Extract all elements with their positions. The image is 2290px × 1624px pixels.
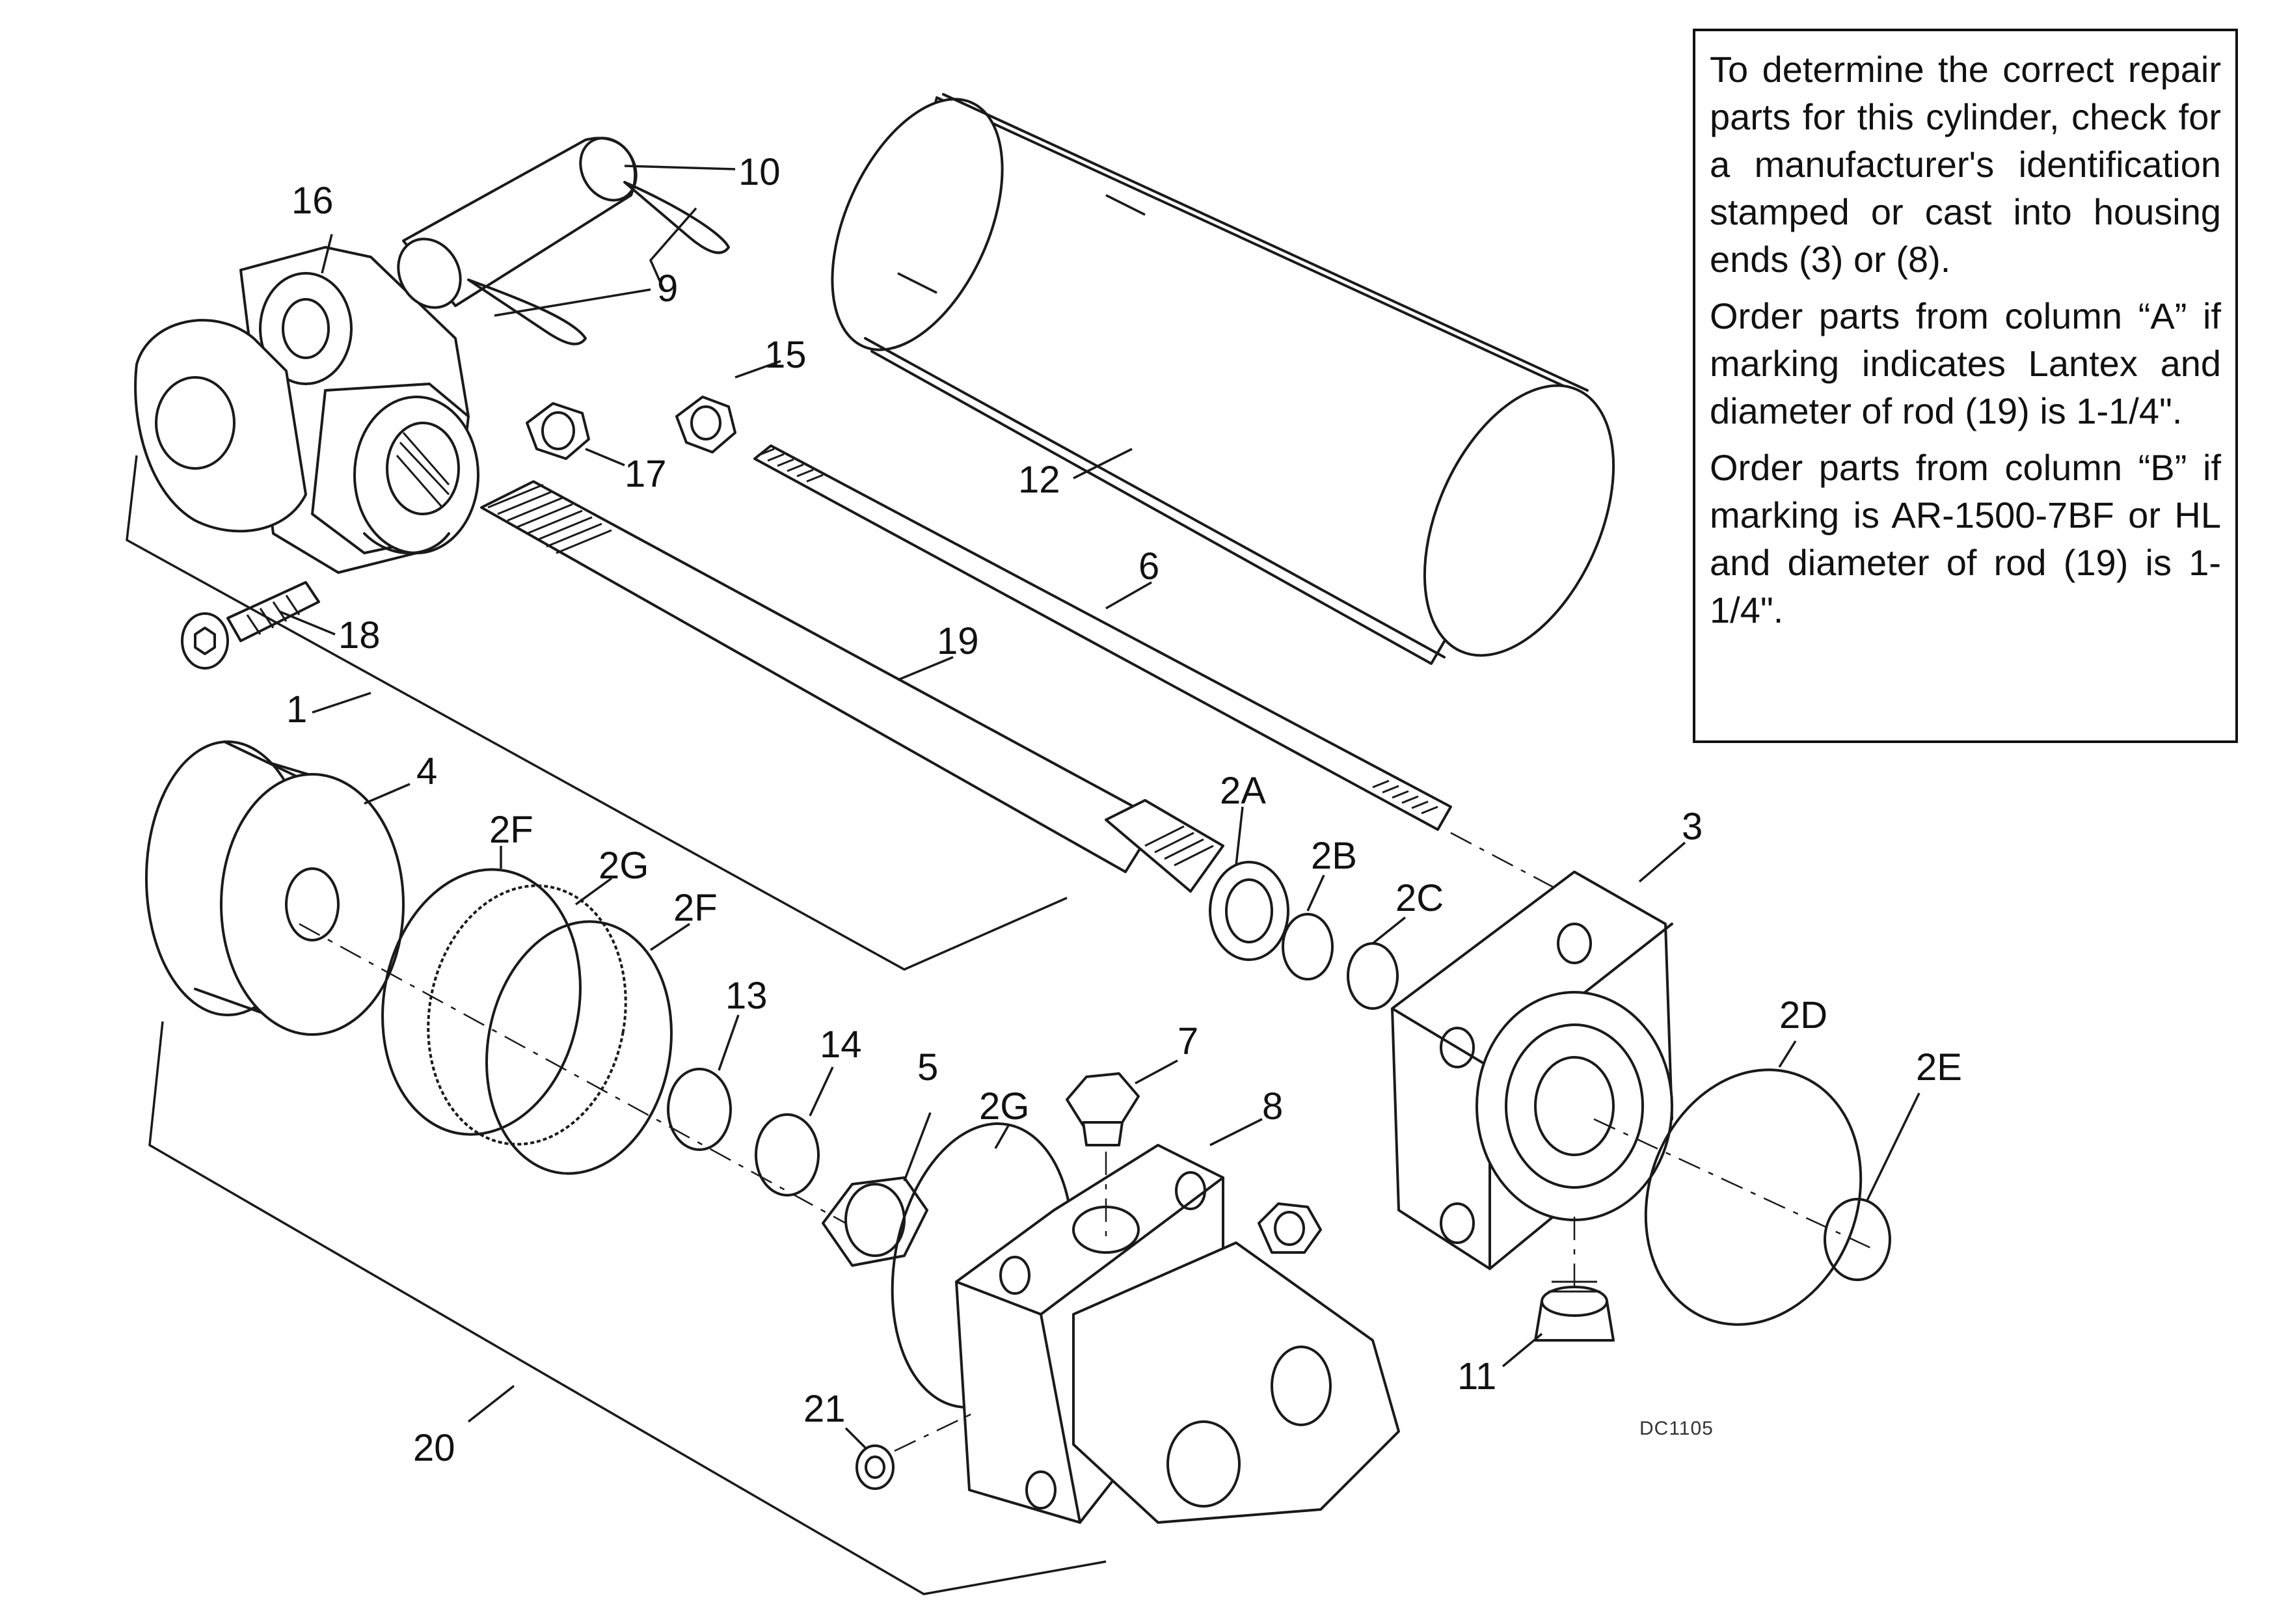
callout-20: 20 bbox=[413, 1427, 455, 1469]
seal-part-2F-b bbox=[485, 920, 673, 1175]
ring-part-2C bbox=[1347, 942, 1399, 1010]
tie-rod-part-6 bbox=[753, 444, 1452, 831]
callout-21: 21 bbox=[803, 1388, 846, 1430]
callout-5: 5 bbox=[917, 1046, 938, 1089]
seal-part-2F-a bbox=[381, 868, 582, 1136]
note-paragraph-column-b: Order parts from column “B” if marking i… bbox=[1710, 447, 2221, 630]
callout-15: 15 bbox=[764, 334, 807, 376]
seal-part-2G-a bbox=[427, 884, 627, 1146]
piston-part-4 bbox=[145, 740, 405, 1036]
callout-2D: 2D bbox=[1779, 994, 1827, 1036]
assembly-axis-lines bbox=[299, 832, 1874, 1452]
callout-2F-b: 2F bbox=[673, 887, 718, 929]
callout-2G-b: 2G bbox=[979, 1085, 1029, 1128]
nut-part-17 bbox=[526, 402, 590, 460]
callout-2B: 2B bbox=[1311, 835, 1357, 877]
callout-2G-a: 2G bbox=[599, 845, 649, 887]
fitting-part-7 bbox=[1066, 1072, 1140, 1146]
barrel-part-12 bbox=[831, 93, 1615, 665]
drawing-code: DC1105 bbox=[1639, 1418, 1714, 1439]
callout-2E: 2E bbox=[1916, 1046, 1962, 1089]
washer-part-14 bbox=[755, 1113, 820, 1197]
ring-part-2E bbox=[1824, 1198, 1891, 1281]
callout-9: 9 bbox=[657, 267, 678, 310]
fitting-part-11 bbox=[1534, 1280, 1615, 1342]
nut-part-15 bbox=[675, 396, 736, 453]
callout-17: 17 bbox=[625, 453, 667, 495]
cap-housing-part-8 bbox=[955, 1144, 1400, 1524]
callout-18: 18 bbox=[338, 614, 381, 656]
leader-lines bbox=[279, 165, 1920, 1449]
callout-1: 1 bbox=[286, 688, 307, 731]
ring-part-2B bbox=[1282, 913, 1334, 981]
callout-3: 3 bbox=[1682, 805, 1703, 848]
callout-8: 8 bbox=[1262, 1085, 1283, 1128]
callout-6: 6 bbox=[1138, 545, 1159, 588]
callout-13: 13 bbox=[725, 975, 768, 1017]
callout-2C: 2C bbox=[1395, 877, 1444, 919]
callout-2F-a: 2F bbox=[489, 809, 533, 851]
callout-labels: 16 10 9 15 17 12 6 18 19 1 4 2A 2B 2C 3 … bbox=[286, 151, 1962, 1469]
washer-part-13 bbox=[667, 1068, 732, 1151]
piston-rod-part-19 bbox=[480, 480, 1224, 893]
nut-small-right bbox=[1258, 1202, 1322, 1254]
pin-part-10 bbox=[397, 137, 638, 309]
callout-7: 7 bbox=[1178, 1020, 1198, 1062]
callout-11: 11 bbox=[1457, 1355, 1496, 1398]
cotter-pins-part-9 bbox=[467, 181, 730, 345]
callout-2A: 2A bbox=[1220, 770, 1266, 812]
gland-part-2A bbox=[1209, 861, 1289, 961]
plug-part-21 bbox=[855, 1444, 895, 1490]
callout-19: 19 bbox=[937, 620, 979, 662]
oring-part-2D bbox=[1644, 1068, 1863, 1326]
note-paragraph-column-a: Order parts from column “A” if marking i… bbox=[1710, 295, 2221, 431]
nut-part-5 bbox=[822, 1176, 928, 1267]
callout-12: 12 bbox=[1018, 459, 1060, 501]
assembly-bracket-20 bbox=[148, 1021, 1107, 1595]
clevis-block-part-16 bbox=[134, 246, 479, 574]
callout-10: 10 bbox=[738, 151, 781, 193]
callout-4: 4 bbox=[416, 750, 437, 792]
repair-parts-note: To determine the correct repair parts fo… bbox=[1693, 29, 2238, 743]
cap-screw-part-18 bbox=[181, 581, 320, 670]
note-paragraph-identification: To determine the correct repair parts fo… bbox=[1710, 49, 2221, 280]
callout-14: 14 bbox=[820, 1023, 862, 1066]
callout-16: 16 bbox=[291, 180, 334, 222]
head-housing-part-3 bbox=[1391, 871, 1673, 1270]
assembly-bracket-1 bbox=[126, 455, 1068, 971]
